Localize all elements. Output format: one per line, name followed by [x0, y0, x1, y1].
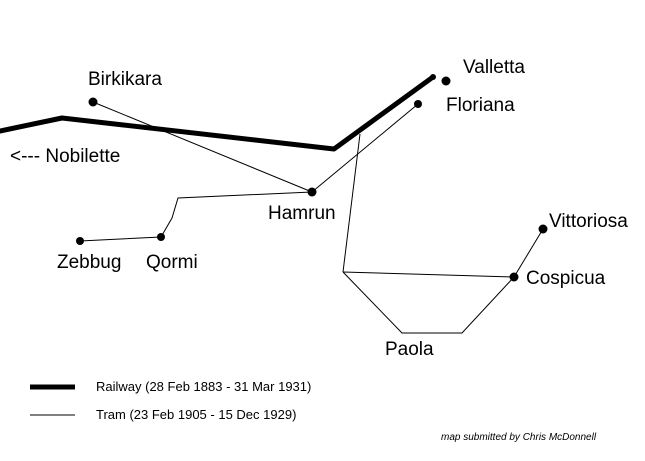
map-credit: map submitted by Chris McDonnell — [441, 432, 597, 443]
station-dot-vittoriosa — [538, 224, 548, 234]
station-dot-floriana — [414, 100, 422, 108]
label-floriana: Floriana — [446, 95, 515, 116]
label-valletta: Valletta — [463, 57, 525, 78]
tram-line-hamrun-zebbug — [79, 191, 313, 242]
tram-line-paola-loop — [342, 271, 515, 334]
station-dot-qormi — [157, 233, 165, 241]
tram-line-cospicua-vittoriosa — [513, 228, 544, 278]
station-dot-cospicua — [509, 272, 519, 282]
tram-line-junction-cospicua — [342, 271, 515, 278]
label-nobilette: <--- Nobilette — [10, 146, 121, 167]
station-dot-valletta-rail — [430, 74, 436, 80]
station-dot-hamrun — [307, 187, 317, 197]
tram-line-floriana-junction — [342, 133, 361, 273]
tram-line-birkikara-hamrun — [92, 101, 313, 193]
label-paola: Paola — [385, 339, 434, 360]
station-dot-zebbug — [76, 237, 84, 245]
label-cospicua: Cospicua — [526, 268, 606, 289]
label-birkikara: Birkikara — [88, 69, 162, 90]
tram-line-valletta-hamrun — [311, 103, 419, 193]
label-vittoriosa: Vittoriosa — [549, 211, 628, 232]
station-dot-valletta — [441, 76, 451, 86]
label-hamrun: Hamrun — [268, 203, 336, 224]
label-qormi: Qormi — [146, 252, 198, 273]
railway-line — [0, 74, 436, 152]
legend-tram-label: Tram (23 Feb 1905 - 15 Dec 1929) — [96, 407, 297, 422]
station-dot-birkikara — [88, 97, 98, 107]
legend-railway-label: Railway (28 Feb 1883 - 31 Mar 1931) — [96, 379, 312, 394]
label-zebbug: Zebbug — [57, 252, 122, 273]
